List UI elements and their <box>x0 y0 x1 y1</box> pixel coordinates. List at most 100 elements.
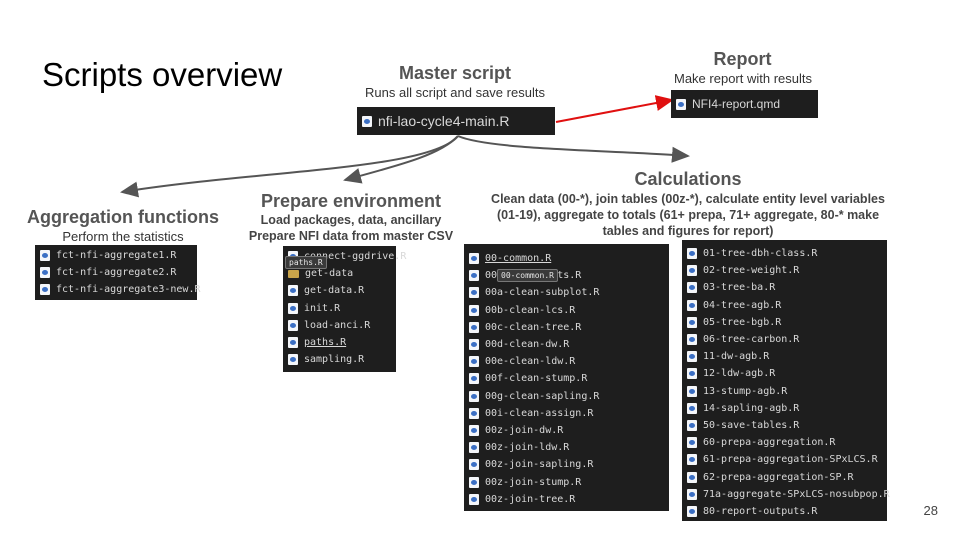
file-item[interactable]: 00z-join-sapling.R <box>464 456 669 473</box>
file-item[interactable]: 13-stump-agb.R <box>682 383 887 400</box>
calc-right-panel: 01-tree-dbh-class.R 02-tree-weight.R 03-… <box>682 240 890 521</box>
hover-tooltip: 00-common.R <box>497 269 558 282</box>
r-file-icon <box>469 459 479 471</box>
r-file-icon <box>687 488 697 500</box>
r-file-icon <box>469 339 479 351</box>
r-file-icon <box>687 385 697 397</box>
r-file-icon <box>469 304 479 316</box>
aggregation-heading: Aggregation functions <box>27 207 219 227</box>
r-file-icon <box>687 265 697 277</box>
r-file-icon <box>687 351 697 363</box>
r-file-icon <box>288 354 298 366</box>
file-item[interactable]: 11-dw-agb.R <box>682 348 887 365</box>
file-item[interactable]: load-anci.R <box>283 317 396 334</box>
file-item[interactable]: 06-tree-carbon.R <box>682 331 887 348</box>
file-item[interactable]: 02-tree-weight.R <box>682 262 887 279</box>
file-item[interactable]: 00e-clean-ldw.R <box>464 353 669 370</box>
r-file-icon <box>469 493 479 505</box>
prepare-line1: Load packages, data, ancillary <box>260 213 442 227</box>
master-heading: Master script <box>398 63 512 83</box>
r-file-icon <box>469 476 479 488</box>
file-item[interactable]: 01-tree-dbh-class.R <box>682 245 887 262</box>
file-item[interactable]: sampling.R <box>283 351 396 368</box>
r-file-icon <box>687 316 697 328</box>
file-item[interactable]: 71a-aggregate-SPxLCS-nosubpop.R <box>682 486 890 503</box>
file-item[interactable]: fct-nfi-aggregate3-new.R <box>35 281 201 298</box>
file-item[interactable]: 00a-clean-subplot.R <box>464 284 669 301</box>
file-item[interactable]: 50-save-tables.R <box>682 417 887 434</box>
page-number: 28 <box>923 503 938 518</box>
file-item[interactable]: 60-prepa-aggregation.R <box>682 434 887 451</box>
r-file-icon <box>469 390 479 402</box>
arrow-to-prepare <box>343 135 459 184</box>
file-item[interactable]: 05-tree-bgb.R <box>682 314 887 331</box>
r-file-icon <box>469 253 479 265</box>
r-file-icon <box>687 368 697 380</box>
r-file-icon <box>469 407 479 419</box>
master-file[interactable]: nfi-lao-cycle4-main.R <box>378 113 510 129</box>
r-file-icon <box>687 248 697 260</box>
r-file-icon <box>40 250 50 262</box>
file-item[interactable]: 00-common.R <box>464 250 669 267</box>
file-item[interactable]: 62-prepa-aggregation-SP.R <box>682 468 887 485</box>
file-item[interactable]: 03-tree-ba.R <box>682 279 887 296</box>
file-item[interactable]: 04-tree-agb.R <box>682 297 887 314</box>
report-heading: Report <box>713 49 772 69</box>
r-file-icon <box>687 454 697 466</box>
file-item[interactable]: init.R <box>283 300 396 317</box>
r-file-icon <box>40 284 50 296</box>
file-item[interactable]: 00-common-fcts.R <box>464 267 669 284</box>
file-item[interactable]: 00g-clean-sapling.R <box>464 388 669 405</box>
arrow-to-calculations <box>457 135 690 163</box>
calc-left-panel: 00-common.R 00-common-fcts.R 00a-clean-s… <box>464 244 669 511</box>
report-file[interactable]: NFI4-report.qmd <box>692 97 781 111</box>
r-file-icon <box>288 337 298 349</box>
file-item[interactable]: get-data.R <box>283 282 396 299</box>
r-file-icon <box>687 402 697 414</box>
r-file-icon <box>687 437 697 449</box>
prepare-heading: Prepare environment <box>260 191 442 211</box>
file-item[interactable]: 00b-clean-lcs.R <box>464 302 669 319</box>
calculations-desc-line1: Clean data (00-*), join tables (00z-*), … <box>491 192 885 206</box>
r-file-icon <box>469 356 479 368</box>
r-file-icon <box>687 419 697 431</box>
r-file-icon <box>687 299 697 311</box>
file-item[interactable]: 00d-clean-dw.R <box>464 336 669 353</box>
slide-title: Scripts overview <box>42 56 283 93</box>
file-item[interactable]: fct-nfi-aggregate1.R <box>35 247 197 264</box>
file-item[interactable]: 00z-join-stump.R <box>464 473 669 490</box>
file-item[interactable]: 00z-join-dw.R <box>464 422 669 439</box>
r-file-icon <box>288 302 298 314</box>
file-item[interactable]: paths.R <box>283 334 396 351</box>
r-file-icon <box>687 334 697 346</box>
hover-tooltip: paths.R <box>285 256 327 269</box>
file-item[interactable]: 00i-clean-assign.R <box>464 405 669 422</box>
r-file-icon <box>288 319 298 331</box>
r-file-icon <box>687 282 697 294</box>
file-item[interactable]: 14-sapling-agb.R <box>682 400 887 417</box>
file-item[interactable]: 00z-join-ldw.R <box>464 439 669 456</box>
file-item[interactable]: 61-prepa-aggregation-SPxLCS.R <box>682 451 887 468</box>
file-item[interactable]: 80-report-outputs.R <box>682 503 887 520</box>
prepare-file-panel: connect-ggdrive.R get-data get-data.R in… <box>283 246 406 372</box>
r-file-icon <box>469 287 479 299</box>
file-item[interactable]: 00f-clean-stump.R <box>464 370 669 387</box>
folder-icon <box>288 269 299 278</box>
folder-item[interactable]: get-data <box>283 265 396 282</box>
r-file-icon <box>469 270 479 282</box>
report-subtitle: Make report with results <box>674 71 812 86</box>
qmd-file-icon <box>676 98 686 110</box>
r-file-icon <box>469 424 479 436</box>
file-item[interactable]: fct-nfi-aggregate2.R <box>35 264 197 281</box>
master-subtitle: Runs all script and save results <box>365 85 545 100</box>
arrow-to-aggregation <box>120 135 459 198</box>
file-item[interactable]: 00c-clean-tree.R <box>464 319 669 336</box>
calculations-desc-line3: tables and figures for report) <box>602 224 774 238</box>
file-item[interactable]: 12-ldw-agb.R <box>682 365 887 382</box>
r-file-icon <box>362 115 372 127</box>
aggregation-file-panel: fct-nfi-aggregate1.R fct-nfi-aggregate2.… <box>35 245 201 300</box>
aggregation-subtitle: Perform the statistics <box>62 229 184 244</box>
file-item[interactable]: 00z-join-tree.R <box>464 491 669 508</box>
calculations-desc-line2: (01-19), aggregate to totals (61+ prepa,… <box>496 208 880 222</box>
